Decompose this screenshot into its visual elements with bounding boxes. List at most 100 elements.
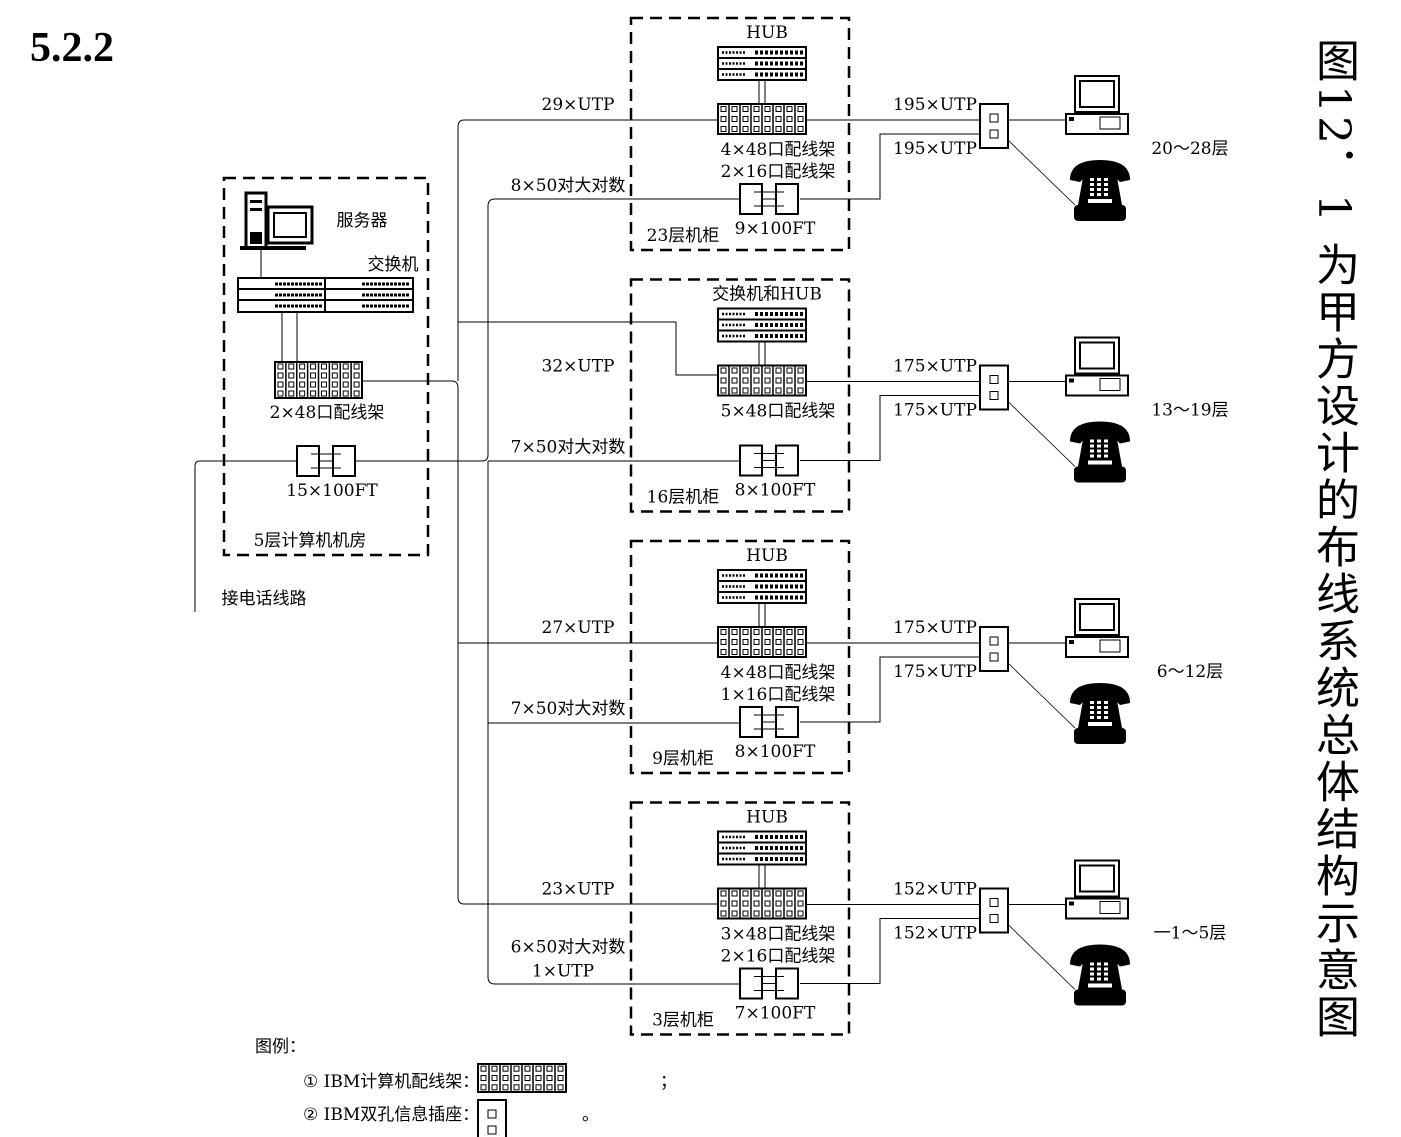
panel-port bbox=[742, 910, 749, 917]
cabinet-box bbox=[629, 539, 851, 775]
outlet-utp-label: 175×UTP bbox=[893, 357, 977, 377]
panel-port bbox=[731, 910, 738, 917]
panel-port bbox=[797, 106, 804, 112]
hub-icon bbox=[717, 569, 807, 604]
panel-port bbox=[742, 900, 749, 907]
panel-port bbox=[546, 1065, 553, 1072]
panel-port bbox=[742, 126, 749, 132]
panel-port bbox=[731, 629, 738, 635]
panel-port bbox=[742, 106, 749, 112]
legend-item-patch-panel: ① IBM计算机配线架： bbox=[303, 1072, 479, 1092]
information-outlet-icon bbox=[979, 364, 1009, 411]
computer-icon bbox=[1065, 859, 1129, 920]
panel-port bbox=[480, 1084, 487, 1091]
panel-port bbox=[557, 1075, 564, 1081]
panel-port bbox=[753, 106, 760, 112]
cabinet-label: 9层机柜 bbox=[652, 749, 714, 769]
panel-port bbox=[797, 629, 804, 635]
panel-port bbox=[775, 106, 782, 112]
floor-range-label: 13～19层 bbox=[1151, 401, 1228, 421]
panel-port bbox=[786, 126, 793, 132]
panel-port bbox=[731, 116, 738, 122]
panel-port bbox=[797, 387, 804, 394]
phone-cable bbox=[1007, 662, 1076, 729]
phone-cable bbox=[1007, 401, 1076, 467]
panel-port bbox=[753, 387, 760, 394]
panel-port bbox=[764, 106, 771, 112]
panel-port bbox=[331, 372, 338, 379]
outlet-utp-label: 175×UTP bbox=[893, 618, 977, 638]
panel-port bbox=[288, 363, 295, 370]
panel-port bbox=[524, 1065, 531, 1072]
outlet-utp-label: 152×UTP bbox=[893, 880, 977, 900]
cabinet-top-label: HUB bbox=[746, 546, 788, 566]
panel-port bbox=[288, 372, 295, 379]
panel-port bbox=[753, 367, 760, 374]
panel-port bbox=[720, 367, 727, 374]
panel-port bbox=[320, 363, 327, 370]
backbone-label: 6×50对大对数 bbox=[511, 938, 626, 958]
cabinet-section-4: HUB23×UTP3×48口配线架2×16口配线架6×50对大对数1×UTP3层… bbox=[511, 801, 1226, 1036]
switch-label: 交换机 bbox=[368, 255, 419, 275]
panel-port bbox=[320, 390, 327, 397]
feed-utp-label: 27×UTP bbox=[542, 618, 615, 638]
section-number: 5.2.2 bbox=[30, 25, 114, 71]
hub-icon bbox=[717, 46, 807, 81]
voice-cable bbox=[800, 918, 980, 984]
panel-port bbox=[288, 381, 295, 388]
panel-port bbox=[775, 377, 782, 384]
panel-port bbox=[764, 367, 771, 374]
cabinet-box bbox=[629, 801, 851, 1036]
panel-port bbox=[775, 629, 782, 635]
panel-port bbox=[753, 116, 760, 122]
patch-panel-icon bbox=[274, 361, 363, 399]
panel-port bbox=[502, 1065, 509, 1072]
fiber-label: 9×100FT bbox=[735, 219, 816, 239]
panel-port bbox=[764, 649, 771, 655]
panel-port bbox=[753, 649, 760, 655]
server-icon bbox=[240, 191, 314, 250]
panel-label: 4×48口配线架 bbox=[721, 140, 836, 160]
panel-port bbox=[331, 381, 338, 388]
panel-port bbox=[797, 126, 804, 132]
panel-port bbox=[797, 649, 804, 655]
computer-room-box bbox=[222, 176, 430, 557]
panel-port bbox=[720, 106, 727, 112]
panel-port bbox=[535, 1065, 542, 1072]
panel-port bbox=[353, 390, 360, 397]
patch-panel-icon bbox=[717, 364, 807, 397]
panel-port bbox=[731, 900, 738, 907]
panel-port bbox=[786, 377, 793, 384]
panel-port bbox=[288, 390, 295, 397]
fiber-connector-icon bbox=[739, 706, 799, 738]
fiber-label: 7×100FT bbox=[735, 1004, 816, 1024]
telephone-icon bbox=[1070, 160, 1130, 221]
legend-item2-end: 。 bbox=[582, 1105, 599, 1125]
panel-port bbox=[786, 649, 793, 655]
computer-icon bbox=[1065, 336, 1129, 397]
panel-port bbox=[720, 629, 727, 635]
panel-port bbox=[342, 381, 349, 388]
switch-icon bbox=[237, 277, 414, 313]
panel-port bbox=[277, 363, 284, 370]
panel-port bbox=[764, 900, 771, 907]
panel-port bbox=[491, 1075, 498, 1081]
panel-port bbox=[797, 890, 804, 897]
panel-port bbox=[786, 106, 793, 112]
fiber-connector-icon bbox=[739, 444, 799, 477]
panel-port bbox=[277, 390, 284, 397]
panel-port bbox=[557, 1084, 564, 1091]
panel-port bbox=[331, 390, 338, 397]
panel-port bbox=[742, 367, 749, 374]
information-outlet-icon bbox=[979, 626, 1009, 672]
panel-port bbox=[277, 381, 284, 388]
feed-utp-label: 29×UTP bbox=[542, 95, 615, 115]
panel-port bbox=[720, 890, 727, 897]
hub-icon bbox=[717, 830, 807, 866]
panel-port bbox=[299, 381, 306, 388]
panel-port bbox=[310, 381, 317, 388]
voice-utp-label: 195×UTP bbox=[893, 139, 977, 159]
panel-port bbox=[797, 900, 804, 907]
panel-port bbox=[331, 363, 338, 370]
